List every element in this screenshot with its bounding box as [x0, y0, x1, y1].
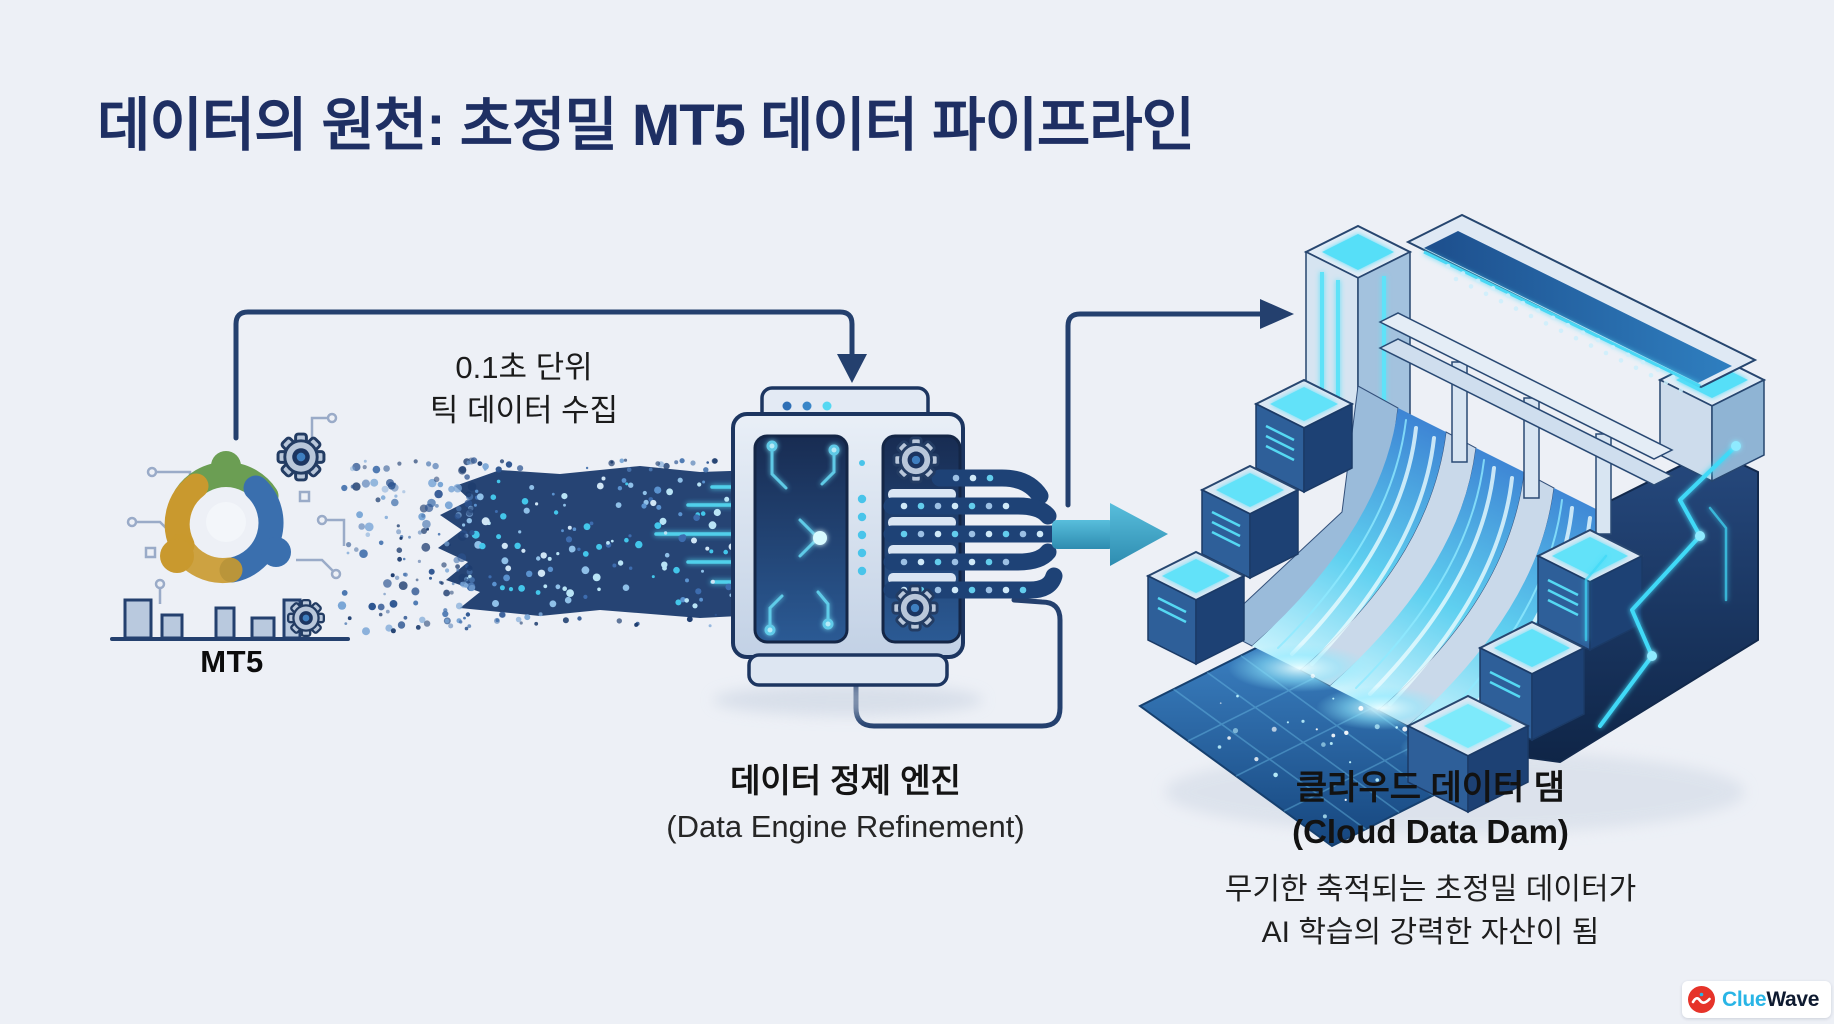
engine-caption-ko: 데이터 정제 엔진 — [730, 762, 961, 799]
collection-caption-line2: 틱 데이터 수집 — [429, 393, 619, 429]
dam-caption-en: (Cloud Data Dam) — [1292, 813, 1569, 850]
collection-arrow-connector — [233, 309, 855, 441]
cluewave-logo: ClueWave — [1682, 981, 1832, 1018]
gear-icon — [891, 584, 939, 632]
feedback-loop-line — [853, 597, 1063, 729]
engine-caption: 데이터 정제 엔진 (Data Engine Refinement) — [608, 754, 1083, 845]
dam-spillways — [1252, 408, 1602, 750]
dam-caption-ko: 클라우드 데이터 댐 — [1295, 769, 1566, 807]
wave-icon — [1688, 986, 1715, 1013]
dam-reservoir-channel — [1405, 213, 1758, 393]
dam-description: 무기한 축적되는 초정밀 데이터가 AI 학습의 강력한 자산이 됨 — [1178, 869, 1683, 954]
gear-icon — [276, 432, 326, 482]
gear-icon — [286, 598, 326, 638]
refinement-server-illustration — [713, 386, 983, 716]
clue-text: Clue — [1722, 987, 1767, 1011]
server-to-dam-connector — [1065, 311, 1265, 508]
dam-caption: 클라우드 데이터 댐 (Cloud Data Dam) 무기한 축적되는 초정밀… — [1178, 760, 1683, 954]
dam-wall-circuit — [1584, 444, 1738, 728]
dam-bridge — [1378, 312, 1674, 535]
page-title: 데이터의 원천: 초정밀 MT5 데이터 파이프라인 — [97, 93, 1195, 158]
wave-text: Wave — [1766, 987, 1820, 1011]
output-stream — [883, 436, 1168, 632]
collection-caption-line1: 0.1초 단위 — [455, 350, 593, 385]
arrow-down-icon — [837, 354, 867, 383]
dam-left-steps — [1145, 378, 1355, 666]
dam-right-steps — [1405, 528, 1645, 814]
dam-illustration — [1138, 213, 1767, 848]
dam-description-line1: 무기한 축적되는 초정밀 데이터가 — [1224, 873, 1637, 906]
arrow-right-icon — [1260, 299, 1294, 329]
dam-description-line2: AI 학습의 강력한 자산이 됨 — [1261, 915, 1600, 949]
mt5-caption: MT5 — [200, 644, 264, 679]
engine-caption-en: (Data Engine Refinement) — [666, 809, 1025, 844]
mt5-icon — [110, 412, 350, 641]
gear-icon — [892, 436, 940, 484]
output-arrow-icon — [1052, 503, 1168, 566]
collection-caption: 0.1초 단위 틱 데이터 수집 — [378, 346, 670, 433]
